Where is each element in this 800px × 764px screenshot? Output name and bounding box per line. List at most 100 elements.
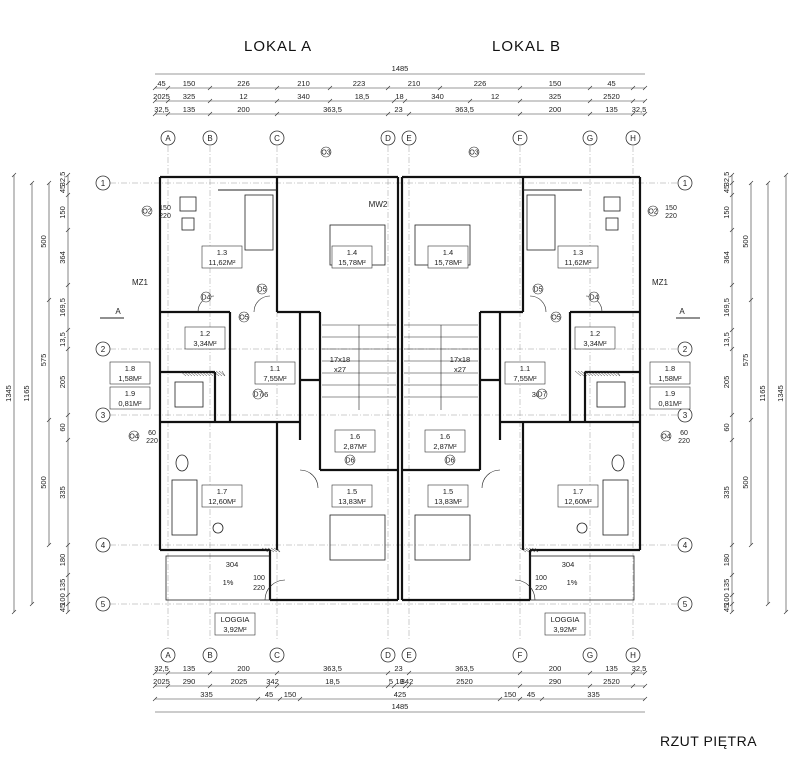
top-dimension: 12 <box>239 92 247 101</box>
room-area: 3,34M² <box>193 339 217 348</box>
wall-hatch <box>616 370 621 377</box>
opening-code-bubble <box>238 311 250 323</box>
dimension-tick <box>65 412 71 418</box>
room-number: 1.9 <box>125 389 135 398</box>
top-dimension: 200 <box>549 105 562 114</box>
dimension-tick <box>587 670 593 676</box>
dimension-tick <box>517 696 523 702</box>
dimension-tick <box>587 111 593 117</box>
bottom-dimension: 335 <box>200 690 213 699</box>
axis-bubble <box>95 596 111 612</box>
axis-label-1: 1 <box>101 179 106 188</box>
room-tag-box <box>331 245 373 269</box>
opening-code: D7 <box>538 392 547 399</box>
bottom-dimension: 2520 <box>603 677 620 686</box>
room-area: 11,62M² <box>209 258 236 267</box>
dimension-tick <box>11 609 17 615</box>
dimension-tick <box>297 696 303 702</box>
dimension-tick <box>729 609 735 615</box>
dimension-tick <box>783 172 789 178</box>
axis-label-H: H <box>630 134 636 143</box>
bottom-dimension: 335 <box>587 690 600 699</box>
dimension-tick <box>29 180 35 186</box>
dimension-tick <box>517 670 523 676</box>
top-dimension: 12 <box>491 92 499 101</box>
room-tag-box <box>574 326 616 350</box>
left-dimension: 45 <box>58 185 67 193</box>
room-area: 2,87M² <box>433 442 457 451</box>
top-dimension: 325 <box>183 92 196 101</box>
bed <box>329 514 386 561</box>
level-mark: 304 <box>226 560 239 569</box>
dimension-tick <box>65 601 71 607</box>
right-dimension: 169,5 <box>722 298 731 317</box>
room-number: LOGGIA <box>221 615 250 624</box>
dimension-tick <box>385 670 391 676</box>
wall-type-mz1: MZ1 <box>132 278 149 287</box>
wall-hatch <box>525 547 533 553</box>
axis-label-F: F <box>518 134 523 143</box>
dimension-tick <box>65 609 71 615</box>
room-area: 0,81M² <box>118 399 142 408</box>
axis-label-A: A <box>165 651 171 660</box>
dimension-tick <box>165 98 171 104</box>
room-number: 1.2 <box>200 329 210 338</box>
right-dimension: 100 <box>722 593 731 606</box>
opening-size: 220 <box>146 438 158 445</box>
dimension-tick <box>517 111 523 117</box>
room-area: 7,55M² <box>263 374 287 383</box>
top-dimension: 210 <box>297 79 310 88</box>
dimension-tick <box>165 85 171 91</box>
wall-hatch <box>267 547 275 553</box>
dimension-tick <box>65 172 71 178</box>
right-dimension: 500 <box>741 235 750 248</box>
right-dimension: 575 <box>741 354 750 367</box>
room-number: 1.8 <box>665 364 675 373</box>
wall-hatch <box>595 370 603 377</box>
bottom-dimension: 290 <box>549 677 562 686</box>
axis-bubble <box>512 647 528 663</box>
room-number: 1.7 <box>573 487 583 496</box>
room-number: 1.3 <box>217 248 227 257</box>
top-dimension: 363,5 <box>455 105 474 114</box>
axis-label-C: C <box>274 651 280 660</box>
room-area: 15,78M² <box>338 258 366 267</box>
wall-hatch <box>194 370 202 377</box>
bottom-dimension: 150 <box>504 690 517 699</box>
dimension-tick <box>630 85 636 91</box>
left-dimension: 500 <box>39 235 48 248</box>
wall-hatch <box>574 370 582 377</box>
opening-code: D4 <box>590 295 599 302</box>
dimension-tick <box>406 683 412 689</box>
axis-bubble <box>625 647 641 663</box>
room-tag-box <box>214 612 256 636</box>
right-dimension: 45 <box>722 604 731 612</box>
bottom-dimension: 342 <box>401 677 414 686</box>
top-dimension: 226 <box>237 79 250 88</box>
dimension-tick <box>255 696 261 702</box>
top-dimension: 135 <box>183 105 196 114</box>
right-dimension: 205 <box>722 376 731 389</box>
left-dimension: 100 <box>58 593 67 606</box>
unit-a-heading: LOKAL A <box>244 38 313 55</box>
dimension-tick <box>207 85 213 91</box>
axis-bubble <box>677 175 693 191</box>
bottom-dimension: 2025 <box>153 677 170 686</box>
bottom-dimension: 363,5 <box>455 664 474 673</box>
dimension-tick <box>277 696 283 702</box>
wall-hatch <box>197 370 205 377</box>
room-tag-box <box>427 245 469 269</box>
left-dimension: 1345 <box>4 385 13 402</box>
dimension-tick <box>46 180 52 186</box>
opening-code: O5 <box>239 315 248 322</box>
shower <box>174 381 204 408</box>
dimension-tick <box>152 670 158 676</box>
opening-size: 220 <box>159 213 171 220</box>
axis-bubble <box>582 130 598 146</box>
door-swing <box>529 295 547 313</box>
dimension-tick <box>46 417 52 423</box>
left-dimension: 335 <box>58 486 67 499</box>
opening-code-bubble <box>647 205 659 217</box>
axis-label-4: 4 <box>101 541 106 550</box>
room-number: 1.4 <box>443 248 453 257</box>
